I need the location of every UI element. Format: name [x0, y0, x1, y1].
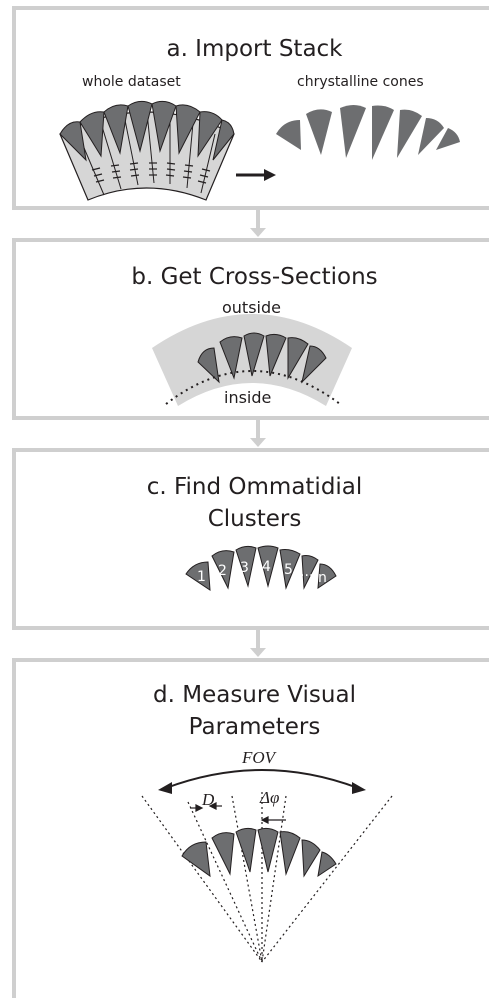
connector-c-d — [256, 630, 260, 650]
panel-a-title: a. Import Stack — [166, 36, 343, 62]
crystalline-cones-icon — [276, 105, 460, 160]
connector-b-c — [256, 420, 260, 440]
whole-dataset-label: whole dataset — [82, 74, 181, 90]
cone-number-2: 2 — [218, 563, 227, 579]
cone-number-ellipsis: ... — [300, 564, 314, 580]
cone-number-n: n — [318, 570, 327, 586]
connector-arrowhead — [250, 438, 266, 447]
panel-cross-sections: b. Get Cross-Sections outside inside — [12, 238, 489, 420]
connector-arrowhead — [250, 648, 266, 657]
cone-number-1: 1 — [197, 569, 206, 585]
crystalline-cones-label: chrystalline cones — [297, 74, 424, 90]
cone-number-3: 3 — [240, 560, 249, 576]
import-stack-illustration — [59, 100, 460, 201]
panel-visual-parameters: d. Measure Visual Parameters — [12, 658, 489, 998]
panel-c-title-line1: c. Find Ommatidial — [146, 474, 363, 500]
panel-d-title-line1: d. Measure Visual — [153, 682, 356, 708]
right-arrow-icon — [236, 169, 276, 181]
outside-label: outside — [222, 298, 281, 317]
ommatidial-clusters-illustration — [185, 545, 337, 591]
cone-number-5: 5 — [284, 562, 293, 578]
cross-section-illustration — [152, 314, 352, 406]
inside-label: inside — [224, 388, 272, 407]
panel-b-title: b. Get Cross-Sections — [131, 264, 378, 290]
fov-label: FOV — [242, 748, 276, 767]
panel-ommatidial-clusters: c. Find Ommatidial Clusters 1 2 3 4 5 ..… — [12, 448, 489, 630]
connector-arrowhead — [250, 228, 266, 237]
diameter-label: D — [202, 790, 215, 809]
cone-number-4: 4 — [262, 559, 271, 575]
panel-c-title-line2: Clusters — [207, 506, 302, 532]
whole-dataset-icon — [59, 100, 235, 201]
delta-phi-label: Δφ — [260, 788, 280, 807]
panel-d-title-line2: Parameters — [188, 714, 321, 740]
visual-parameters-illustration — [141, 769, 393, 963]
connector-a-b — [256, 210, 260, 230]
panel-import-stack: a. Import Stack whole dataset chrystalli… — [12, 6, 489, 210]
